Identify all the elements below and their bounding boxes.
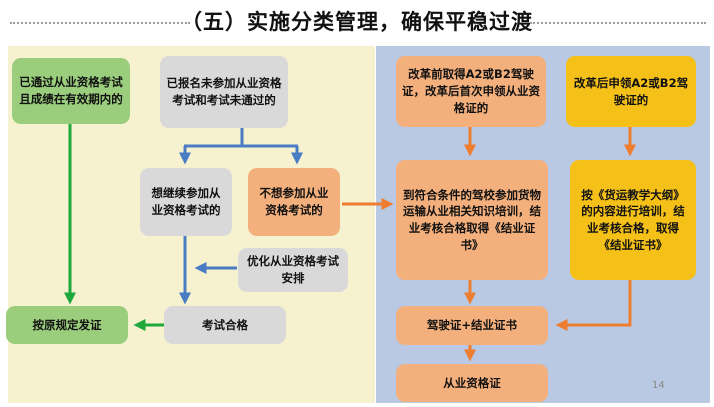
license-plus-cert-box: 驾驶证+结业证书 (396, 306, 548, 345)
title-divider-left (10, 22, 190, 24)
not-want-exam-box: 不想参加从业资格考试的 (248, 168, 340, 236)
exam-pass-box: 考试合格 (164, 306, 286, 344)
outline-training-box: 按《货运教学大纲》的内容进行培训，结业考核合格，取得《结业证书》 (570, 160, 696, 280)
page-number: 14 (652, 380, 665, 391)
title-divider-right (530, 22, 706, 24)
arrow-outline-to-license (555, 280, 632, 331)
qualification-cert-box: 从业资格证 (396, 364, 548, 402)
issue-original-box: 按原规定发证 (6, 306, 128, 344)
page-title: （五）实施分类管理，确保平稳过渡 (181, 10, 533, 34)
registered-not-taken-box: 已报名未参加从业资格考试和考试未通过的 (160, 56, 288, 128)
passed-box: 已通过从业资格考试且成绩在有效期内的 (12, 58, 130, 124)
optimize-box: 优化从业资格考试安排 (238, 248, 348, 292)
after-reform-box: 改革后申领A2或B2驾驶证的 (566, 56, 696, 127)
want-exam-box: 想继续参加从业资格考试的 (140, 168, 232, 236)
before-reform-box: 改革前取得A2或B2驾驶证，改革后首次申领从业资格证的 (396, 56, 546, 127)
training-school-box: 到符合条件的驾校参加货物运输从业相关知识培训，结业考核合格取得《结业证书》 (396, 160, 548, 280)
